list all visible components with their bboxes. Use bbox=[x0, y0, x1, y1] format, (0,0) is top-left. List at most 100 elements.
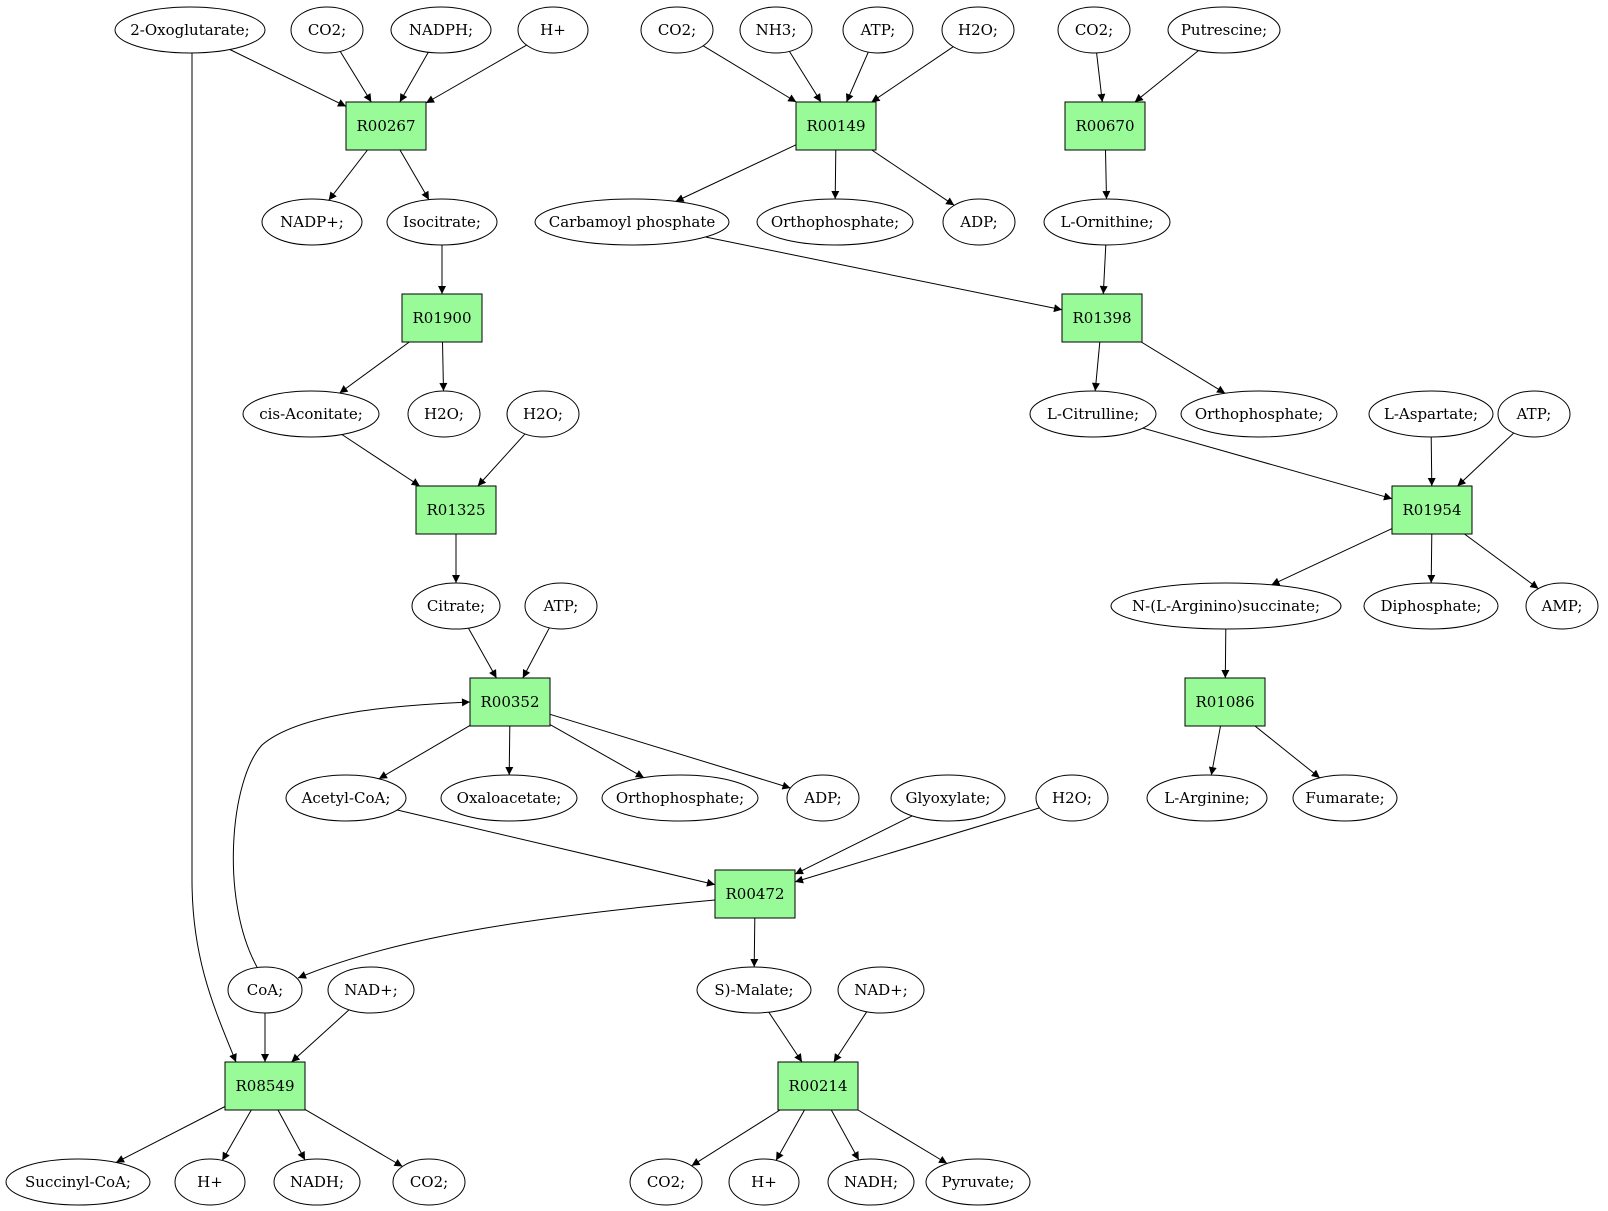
compound-node-co2_e[interactable]: CO2; bbox=[629, 1158, 703, 1206]
compound-node-ortho_b[interactable]: Orthophosphate; bbox=[1180, 390, 1338, 438]
compound-node-atp_a[interactable]: ATP; bbox=[842, 6, 914, 54]
node-shape bbox=[837, 966, 925, 1014]
node-shape bbox=[5, 1158, 151, 1206]
compound-node-isocitrate[interactable]: Isocitrate; bbox=[386, 198, 498, 246]
compound-node-succcoa[interactable]: Succinyl-CoA; bbox=[5, 1158, 151, 1206]
compound-node-nadph[interactable]: NADPH; bbox=[390, 6, 492, 54]
node-label: R00149 bbox=[806, 117, 865, 135]
node-shape bbox=[890, 774, 1006, 822]
node-label: NADH; bbox=[844, 1173, 898, 1191]
compound-node-ortho_a[interactable]: Orthophosphate; bbox=[756, 198, 914, 246]
compound-node-co2_b[interactable]: CO2; bbox=[640, 6, 714, 54]
compound-node-aspartate[interactable]: L-Aspartate; bbox=[1368, 390, 1494, 438]
edge-R00352-to-oxaloac bbox=[505, 725, 514, 776]
compound-node-coa[interactable]: CoA; bbox=[227, 966, 303, 1014]
compound-node-adp_b[interactable]: ADP; bbox=[786, 774, 860, 822]
edge-R08549-to-hplus_b bbox=[221, 1109, 252, 1161]
compound-node-h2o_b[interactable]: H2O; bbox=[407, 390, 481, 438]
compound-node-ortho_c[interactable]: Orthophosphate; bbox=[601, 774, 759, 822]
compound-node-acetylcoa[interactable]: Acetyl-CoA; bbox=[285, 774, 407, 822]
compound-node-nadplus_b[interactable]: NAD+; bbox=[837, 966, 925, 1014]
reaction-node-R00214[interactable]: R00214 bbox=[777, 1061, 859, 1111]
node-label: R00352 bbox=[480, 693, 539, 711]
compound-node-citrate[interactable]: Citrate; bbox=[411, 582, 501, 630]
edge-nadplus_a-to-R08549 bbox=[291, 1009, 350, 1063]
node-shape bbox=[1029, 390, 1157, 438]
reaction-node-R01900[interactable]: R01900 bbox=[401, 293, 483, 343]
compound-node-nadpplus[interactable]: NADP+; bbox=[261, 198, 363, 246]
edge-R00214-to-co2_e bbox=[691, 1109, 781, 1167]
edge-atp_b-to-R01954 bbox=[1457, 432, 1515, 487]
node-label: ATP; bbox=[1516, 405, 1552, 423]
compound-node-hplus_c[interactable]: H+ bbox=[728, 1158, 800, 1206]
reaction-node-R01398[interactable]: R01398 bbox=[1061, 293, 1143, 343]
compound-node-co2_a[interactable]: CO2; bbox=[290, 6, 364, 54]
reaction-node-R01086[interactable]: R01086 bbox=[1184, 677, 1266, 727]
compound-node-nh3[interactable]: NH3; bbox=[739, 6, 813, 54]
compound-node-pyruvate[interactable]: Pyruvate; bbox=[925, 1158, 1031, 1206]
edge-R00352-to-adp_b bbox=[549, 713, 791, 790]
edge-citrate-to-R00352 bbox=[467, 627, 497, 679]
compound-node-nadplus_a[interactable]: NAD+; bbox=[327, 966, 415, 1014]
compound-node-co2_d[interactable]: CO2; bbox=[392, 1158, 466, 1206]
node-shape bbox=[942, 198, 1016, 246]
compound-node-nadh_a[interactable]: NADH; bbox=[273, 1158, 361, 1206]
compound-node-smalate[interactable]: S)-Malate; bbox=[696, 966, 812, 1014]
node-label: CO2; bbox=[308, 21, 346, 39]
compound-node-h2o_a[interactable]: H2O; bbox=[941, 6, 1015, 54]
edge-hplus_a-to-R00267 bbox=[425, 44, 527, 104]
node-shape bbox=[524, 582, 598, 630]
compound-node-atp_c[interactable]: ATP; bbox=[524, 582, 598, 630]
node-label: H+ bbox=[751, 1173, 777, 1191]
compound-node-h2o_c[interactable]: H2O; bbox=[506, 390, 580, 438]
reaction-node-R00267[interactable]: R00267 bbox=[345, 101, 427, 151]
edge-atp_a-to-R00149 bbox=[846, 51, 869, 103]
edge-R00149-to-ortho_a bbox=[831, 149, 840, 200]
node-label: H2O; bbox=[424, 405, 464, 423]
node-shape bbox=[285, 774, 407, 822]
node-shape bbox=[1180, 390, 1338, 438]
compound-node-oxaloac[interactable]: Oxaloacetate; bbox=[440, 774, 578, 822]
reaction-node-R00352[interactable]: R00352 bbox=[469, 677, 551, 727]
node-label: AMP; bbox=[1541, 597, 1583, 615]
compound-node-nadh_b[interactable]: NADH; bbox=[827, 1158, 915, 1206]
compound-node-amp[interactable]: AMP; bbox=[1525, 582, 1599, 630]
compound-node-glyox[interactable]: Glyoxylate; bbox=[890, 774, 1006, 822]
compound-node-ornithine[interactable]: L-Ornithine; bbox=[1043, 198, 1171, 246]
node-shape bbox=[401, 293, 483, 343]
compound-node-diphos[interactable]: Diphosphate; bbox=[1363, 582, 1499, 630]
reaction-node-R00670[interactable]: R00670 bbox=[1064, 101, 1146, 151]
compound-node-argsucc[interactable]: N-(L-Arginino)succinate; bbox=[1110, 582, 1342, 630]
compound-node-carbp[interactable]: Carbamoyl phosphate bbox=[534, 198, 730, 246]
edge-R01398-to-ortho_b bbox=[1141, 341, 1226, 394]
node-label: Succinyl-CoA; bbox=[25, 1173, 131, 1191]
compound-node-co2_c[interactable]: CO2; bbox=[1057, 6, 1131, 54]
node-shape bbox=[1035, 774, 1109, 822]
reaction-node-R01954[interactable]: R01954 bbox=[1391, 485, 1473, 535]
compound-node-putrescine[interactable]: Putrescine; bbox=[1167, 6, 1281, 54]
compound-node-cisacon[interactable]: cis-Aconitate; bbox=[242, 390, 380, 438]
node-shape bbox=[415, 485, 497, 535]
reaction-node-R00149[interactable]: R00149 bbox=[795, 101, 877, 151]
edge-R01954-to-diphos bbox=[1427, 533, 1436, 584]
compound-node-h2o_d[interactable]: H2O; bbox=[1035, 774, 1109, 822]
edge-R01086-to-arginine bbox=[1208, 725, 1221, 776]
compound-node-hplus_a[interactable]: H+ bbox=[517, 6, 589, 54]
compound-node-fumarate[interactable]: Fumarate; bbox=[1292, 774, 1398, 822]
reaction-node-R01325[interactable]: R01325 bbox=[415, 485, 497, 535]
reaction-node-R08549[interactable]: R08549 bbox=[224, 1061, 306, 1111]
compound-node-oxo[interactable]: 2-Oxoglutarate; bbox=[114, 6, 266, 54]
node-label: R01086 bbox=[1195, 693, 1254, 711]
compound-node-adp_a[interactable]: ADP; bbox=[942, 198, 1016, 246]
node-shape bbox=[1184, 677, 1266, 727]
reaction-node-R00472[interactable]: R00472 bbox=[714, 869, 796, 919]
compound-node-arginine[interactable]: L-Arginine; bbox=[1146, 774, 1268, 822]
compound-node-atp_b[interactable]: ATP; bbox=[1497, 390, 1571, 438]
compound-node-citrulline[interactable]: L-Citrulline; bbox=[1029, 390, 1157, 438]
node-shape bbox=[114, 6, 266, 54]
node-shape bbox=[1292, 774, 1398, 822]
node-label: ADP; bbox=[803, 789, 841, 807]
compound-node-hplus_b[interactable]: H+ bbox=[174, 1158, 246, 1206]
node-shape bbox=[174, 1158, 246, 1206]
node-shape bbox=[739, 6, 813, 54]
